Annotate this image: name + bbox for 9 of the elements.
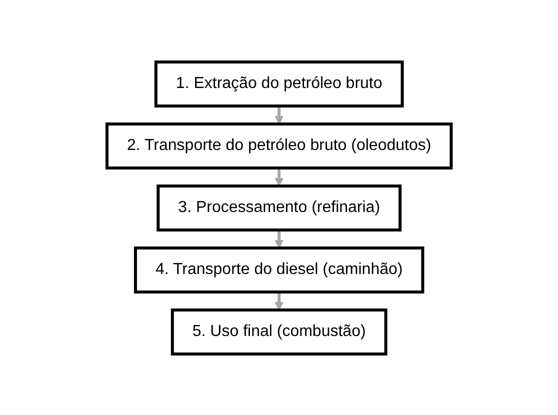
node-box: 2. Transporte do petróleo bruto (oleodutos) bbox=[105, 122, 453, 169]
arrow bbox=[274, 230, 284, 248]
node-box: 5. Uso final (combustão) bbox=[170, 308, 388, 355]
node-box: 3. Processamento (refinaria) bbox=[156, 184, 402, 231]
arrow bbox=[274, 292, 284, 310]
arrow bbox=[274, 168, 284, 186]
arrow bbox=[274, 106, 284, 124]
node-box: 1. Extração do petróleo bruto bbox=[154, 60, 404, 107]
node-box: 4. Transporte do diesel (caminhão) bbox=[134, 246, 424, 293]
